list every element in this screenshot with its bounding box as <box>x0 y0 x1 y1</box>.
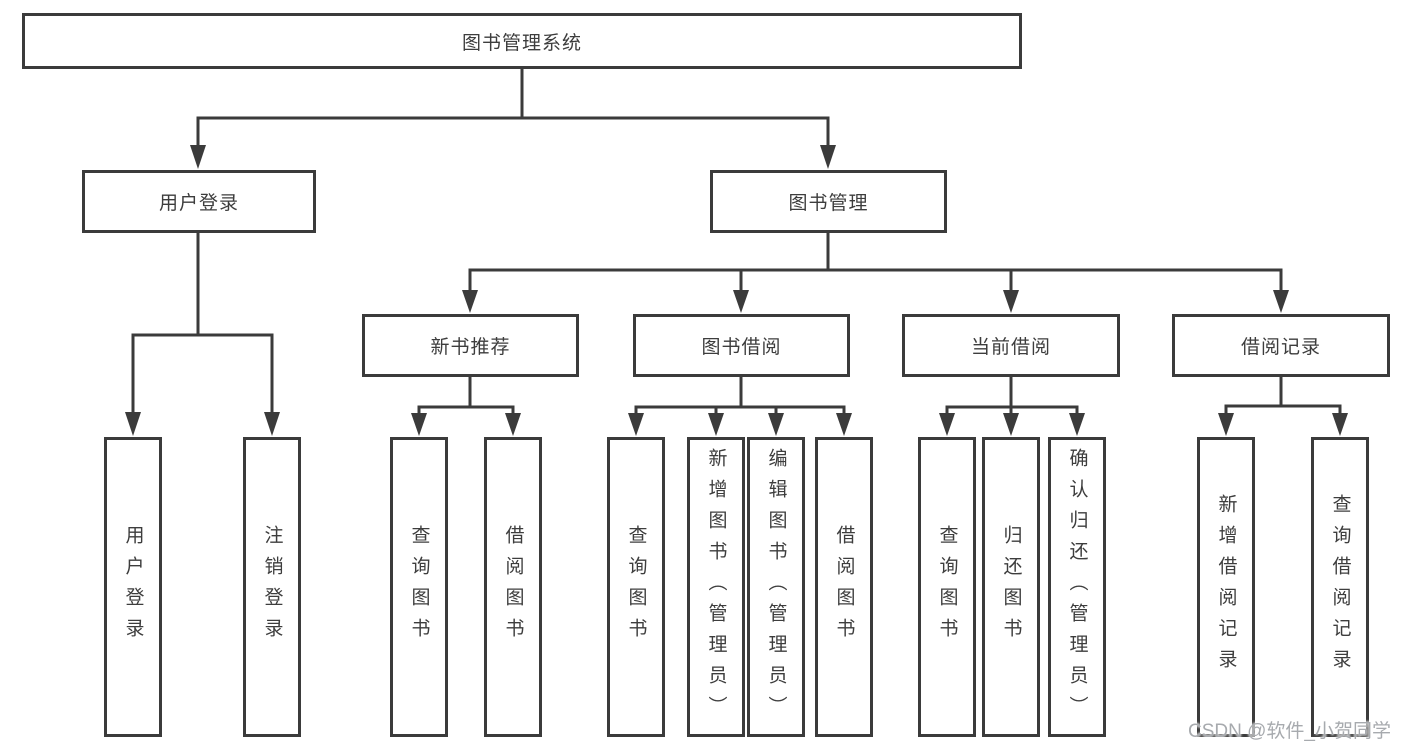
leaf-edit-books-admin: 编辑图书（管理员） <box>747 437 805 737</box>
leaf-add-books-admin-label: 新增图书（管理员） <box>705 447 727 727</box>
leaf-query-books-borrow: 查询图书 <box>607 437 665 737</box>
leaf-borrow-books-newrec: 借阅图书 <box>484 437 542 737</box>
leaf-add-books-admin: 新增图书（管理员） <box>687 437 745 737</box>
node-book-management: 图书管理 <box>710 170 947 233</box>
leaf-user-login: 用户登录 <box>104 437 162 737</box>
leaf-query-books-newrec: 查询图书 <box>390 437 448 737</box>
node-new-book-recommendation-label: 新书推荐 <box>430 337 511 358</box>
node-current-borrowing-label: 当前借阅 <box>970 337 1051 358</box>
leaf-confirm-return-admin-label: 确认归还（管理员） <box>1066 447 1088 727</box>
leaf-logout-label: 注销登录 <box>261 525 283 649</box>
leaf-query-books-borrow-label: 查询图书 <box>625 525 647 649</box>
leaf-logout: 注销登录 <box>243 437 301 737</box>
leaf-confirm-return-admin: 确认归还（管理员） <box>1048 437 1106 737</box>
leaf-query-books-newrec-label: 查询图书 <box>408 525 430 649</box>
node-borrowing-records-label: 借阅记录 <box>1240 337 1321 358</box>
leaf-query-borrow-record: 查询借阅记录 <box>1311 437 1369 737</box>
leaf-borrow-books-borrow-label: 借阅图书 <box>833 525 855 649</box>
leaf-return-books: 归还图书 <box>982 437 1040 737</box>
node-root-system: 图书管理系统 <box>22 13 1022 69</box>
node-current-borrowing: 当前借阅 <box>902 314 1120 377</box>
node-user-login: 用户登录 <box>82 170 316 233</box>
leaf-query-books-current-label: 查询图书 <box>936 525 958 649</box>
leaf-borrow-books-borrow: 借阅图书 <box>815 437 873 737</box>
node-book-borrowing: 图书借阅 <box>633 314 850 377</box>
leaf-query-books-current: 查询图书 <box>918 437 976 737</box>
node-book-borrowing-label: 图书借阅 <box>701 337 782 358</box>
node-book-management-label: 图书管理 <box>788 193 869 214</box>
node-new-book-recommendation: 新书推荐 <box>362 314 579 377</box>
leaf-user-login-label: 用户登录 <box>122 525 144 649</box>
leaf-edit-books-admin-label: 编辑图书（管理员） <box>765 447 787 727</box>
node-user-login-label: 用户登录 <box>158 193 239 214</box>
arrowheads <box>125 145 1348 436</box>
leaf-add-borrow-record: 新增借阅记录 <box>1197 437 1255 737</box>
leaf-add-borrow-record-label: 新增借阅记录 <box>1215 494 1237 680</box>
csdn-watermark: CSDN @软件_小贺同学 <box>1188 721 1391 742</box>
leaf-borrow-books-newrec-label: 借阅图书 <box>502 525 524 649</box>
leaf-query-borrow-record-label: 查询借阅记录 <box>1329 494 1351 680</box>
node-borrowing-records: 借阅记录 <box>1172 314 1390 377</box>
node-root-system-label: 图书管理系统 <box>461 32 582 54</box>
leaf-return-books-label: 归还图书 <box>1000 525 1022 649</box>
